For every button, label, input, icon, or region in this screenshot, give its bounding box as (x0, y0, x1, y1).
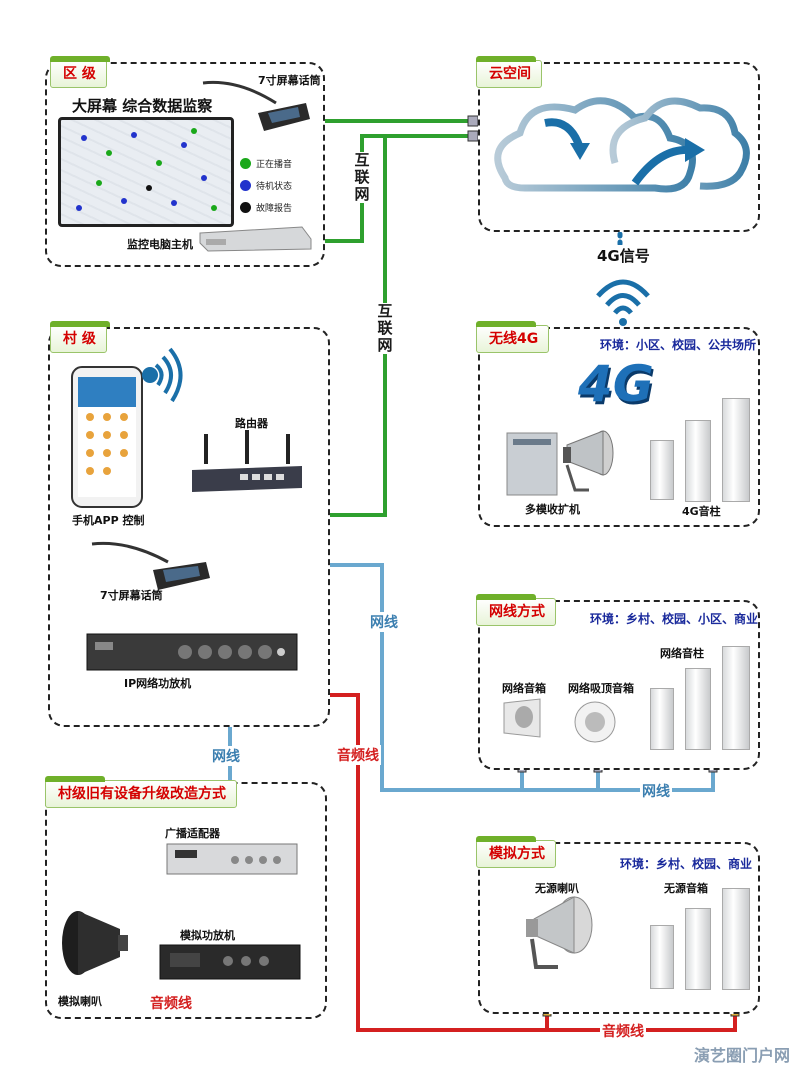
column-4g-label: 4G音柱 (682, 505, 721, 518)
internet-label-1: 互 联 网 (353, 151, 371, 203)
big-screen-title: 大屏幕 综合数据监察 (72, 97, 213, 115)
logo-4g: 4G (578, 355, 654, 413)
analog-old-horn-label: 模拟喇叭 (58, 995, 102, 1008)
upgrade-tag: 村级旧有设备升级改造方式 (45, 776, 237, 808)
audio-label-2: 音频线 (600, 1021, 646, 1041)
cloud-icon (494, 97, 750, 193)
column-4g-mid (685, 420, 711, 502)
internet-label-2: 互 联 网 (376, 302, 394, 354)
network-box-device (503, 698, 541, 738)
analog-box-label: 无源音箱 (664, 882, 708, 895)
legend-fault: 故障报告 (240, 201, 292, 214)
adapter-label: 广播适配器 (165, 827, 220, 840)
village-tag: 村 级 (50, 321, 110, 353)
cloud-tag: 云空间 (476, 56, 542, 88)
ip-amp-device (86, 633, 298, 671)
analog-amp-label: 模拟功放机 (180, 929, 235, 942)
wireless-tag: 无线4G (476, 321, 550, 353)
district-mic-device (202, 80, 310, 131)
network-env: 环境：乡村、校园、小区、商业 (590, 612, 759, 626)
internet-wire-pc-to-cloud (320, 134, 472, 243)
router-label: 路由器 (235, 417, 268, 430)
audio-label-3: 音频线 (148, 993, 194, 1013)
watermark: 演艺圈门户网 (693, 1046, 790, 1065)
network-ceiling-device (574, 701, 616, 743)
receiver-label: 多模收扩机 (525, 503, 580, 516)
district-mic-label: 7寸屏幕话筒 (258, 74, 321, 87)
app-label: 手机APP 控制 (72, 514, 145, 527)
analog-env: 环境：乡村、校园、商业 (620, 857, 753, 871)
ip-amp-label: IP网络功放机 (124, 677, 192, 690)
network-box-label: 网络音箱 (502, 682, 546, 695)
wireless-env: 环境：小区、校园、公共场所 (600, 338, 757, 352)
lan-label-2: 网线 (640, 781, 672, 801)
lan-label-1: 网线 (368, 612, 400, 632)
district-tag: 区 级 (50, 56, 110, 88)
big-screen-map (58, 117, 234, 227)
lan-label-3: 网线 (210, 746, 242, 766)
cloud-panel (478, 62, 760, 232)
network-tag: 网线方式 (476, 594, 556, 626)
signal-4g-label: 4G信号 (595, 245, 652, 266)
legend-standby: 待机状态 (240, 179, 292, 192)
phone-device (71, 347, 183, 508)
network-column-label: 网络音柱 (660, 647, 704, 660)
network-ceiling-label: 网络吸顶音箱 (568, 682, 634, 695)
analog-column-tall (722, 888, 750, 990)
wifi-icon (596, 279, 650, 326)
analog-old-horn-device (62, 911, 128, 975)
analog-horn-device (526, 896, 593, 969)
router-device (192, 430, 302, 492)
legend-broadcasting: 正在播音 (240, 157, 292, 170)
analog-panel (478, 842, 760, 1014)
receiver-device (506, 430, 614, 496)
column-4g-tall (722, 398, 750, 502)
district-pc-label: 监控电脑主机 (127, 238, 193, 251)
adapter-device (166, 843, 298, 875)
village-mic-device (91, 541, 210, 590)
analog-tag: 模拟方式 (476, 836, 556, 868)
network-column-small (650, 688, 674, 750)
village-mic-label: 7寸屏幕话筒 (100, 589, 163, 602)
analog-amp-device (159, 944, 301, 980)
network-column-mid (685, 668, 711, 750)
analog-horn-label: 无源喇叭 (535, 882, 579, 895)
audio-label-1: 音频线 (335, 745, 381, 765)
network-panel (478, 600, 760, 770)
analog-column-mid (685, 908, 711, 990)
column-4g-small (650, 440, 674, 500)
network-column-tall (722, 646, 750, 750)
district-pc-device (199, 226, 312, 252)
analog-column-small (650, 925, 674, 989)
